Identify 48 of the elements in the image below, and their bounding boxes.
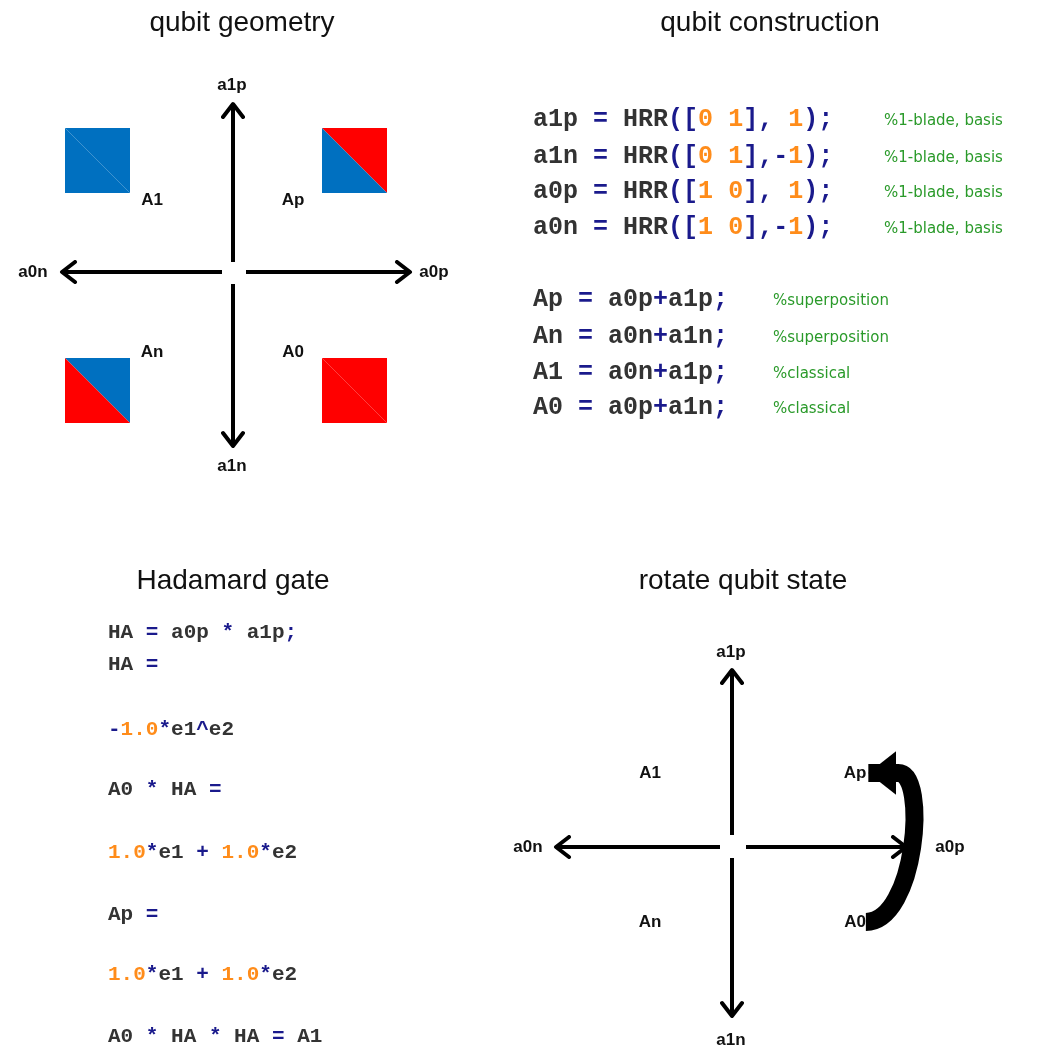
code-line: a0p = HRR([1 0], 1);	[533, 177, 834, 207]
code-comment: %classical	[773, 399, 851, 417]
axis-label: a1p	[217, 74, 247, 96]
code-line: -1.0*e1^e2	[108, 717, 235, 743]
code-comment: %1-blade, basis	[884, 219, 1003, 237]
axis-label: a0p	[935, 836, 965, 858]
section-title: rotate qubit state	[638, 563, 848, 597]
code-line: A0 * HA =	[108, 777, 222, 803]
code-line: HA =	[108, 652, 159, 678]
code-line: a0n = HRR([1 0],-1);	[533, 213, 834, 243]
code-comment: %1-blade, basis	[884, 111, 1003, 129]
code-line: a1n = HRR([0 1],-1);	[533, 142, 834, 172]
code-comment: %superposition	[773, 291, 889, 309]
code-line: A0 * HA * HA = A1	[108, 1024, 323, 1048]
code-line: Ap =	[108, 902, 159, 928]
axis-label: a0p	[419, 261, 449, 283]
axis-label: a0n	[513, 836, 543, 858]
section-title: Hadamard gate	[136, 563, 330, 597]
section-title: qubit geometry	[149, 5, 335, 39]
axis-label: a1p	[716, 641, 746, 663]
section-title: qubit construction	[660, 5, 880, 39]
code-line: a1p = HRR([0 1], 1);	[533, 105, 834, 135]
state-square	[65, 128, 130, 193]
state-label: An	[140, 341, 164, 363]
axis-label: a1n	[217, 455, 247, 477]
state-square	[65, 358, 130, 423]
code-comment: %1-blade, basis	[884, 148, 1003, 166]
code-line: 1.0*e1 + 1.0*e2	[108, 840, 298, 866]
state-label: Ap	[843, 762, 867, 784]
axis-label: a1n	[716, 1029, 746, 1048]
axis-label: An	[638, 911, 662, 933]
state-label: A1	[141, 189, 163, 211]
state-label: A0	[844, 911, 866, 933]
code-line: HA = a0p * a1p;	[108, 620, 298, 646]
code-line: A1 = a0n+a1p;	[533, 358, 729, 388]
axis-label: a0n	[18, 261, 48, 283]
code-comment: %1-blade, basis	[884, 183, 1003, 201]
state-square	[322, 358, 387, 423]
state-label: A0	[282, 341, 304, 363]
axis-label: A1	[639, 762, 661, 784]
code-comment: %classical	[773, 364, 851, 382]
state-square	[322, 128, 387, 193]
code-line: A0 = a0p+a1n;	[533, 393, 729, 423]
state-label: Ap	[281, 189, 305, 211]
code-line: 1.0*e1 + 1.0*e2	[108, 962, 298, 988]
code-line: Ap = a0p+a1p;	[533, 285, 729, 315]
code-comment: %superposition	[773, 328, 889, 346]
code-line: An = a0n+a1n;	[533, 322, 729, 352]
